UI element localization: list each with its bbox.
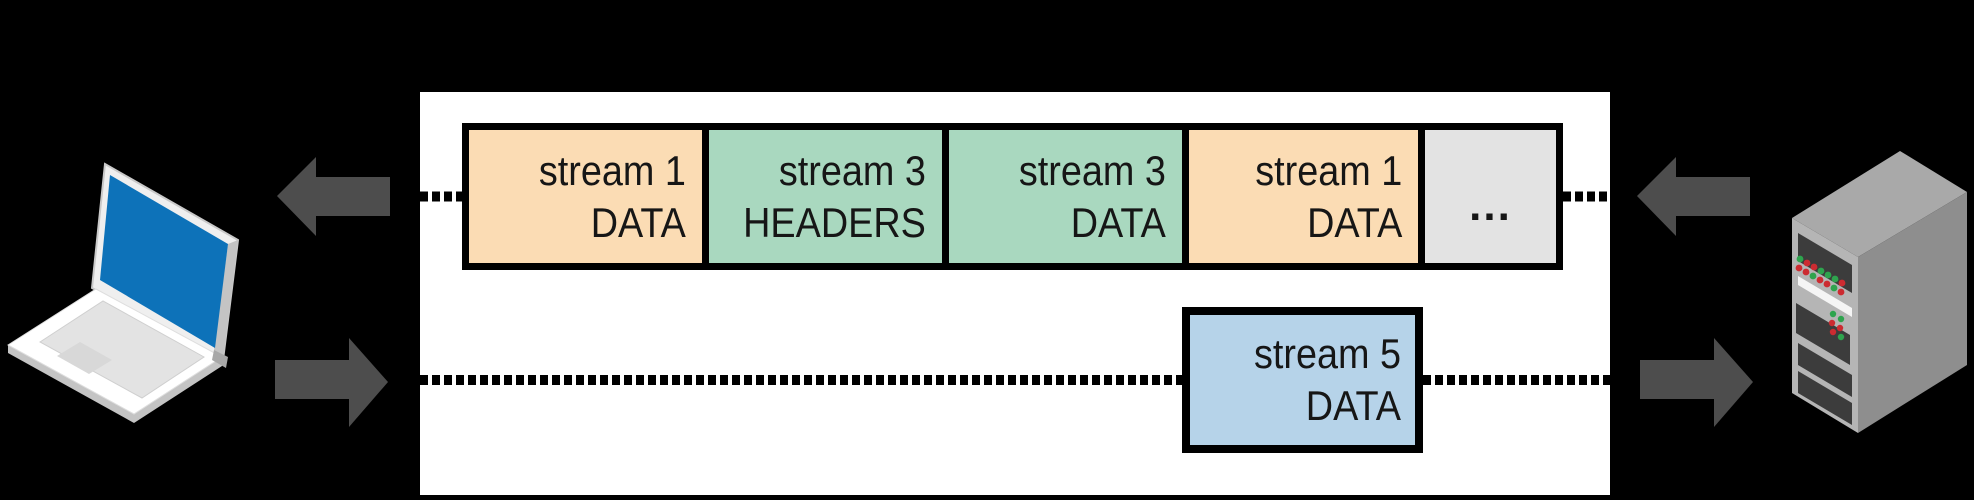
frame-type-label: DATA [590, 198, 686, 246]
connection-panel: stream 1 DATA stream 3 HEADERS stream 3 … [420, 92, 1610, 495]
frame-more-ellipsis: ... [1424, 130, 1556, 263]
frame-stream-label: stream 1 [1254, 146, 1402, 194]
frame-stream3-data: stream 3 DATA [948, 130, 1182, 263]
arrow-left-to-client-icon [277, 157, 390, 236]
arrow-left-from-server-icon [1637, 157, 1750, 236]
frame-stream1-data: stream 1 DATA [469, 130, 702, 263]
frame-type-label: DATA [1306, 198, 1402, 246]
frame-sequence-row: stream 1 DATA stream 3 HEADERS stream 3 … [462, 123, 1563, 270]
frame-stream-label: stream 3 [1018, 146, 1166, 194]
frame-stream-label: stream 1 [538, 146, 686, 194]
server-tower-icon [1792, 151, 1967, 433]
laptop-icon [7, 162, 240, 423]
arrow-right-to-server-icon [1640, 338, 1753, 427]
frame-type-label: DATA [1070, 198, 1166, 246]
frame-type-label: HEADERS [743, 198, 926, 246]
stream-dotted-lines [420, 191, 1610, 385]
frame-stream3-headers: stream 3 HEADERS [708, 130, 942, 263]
frame-stream-label: stream 5 [1253, 330, 1401, 377]
frame-stream1-data-2: stream 1 DATA [1188, 130, 1418, 263]
frame-type-label: DATA [1305, 382, 1401, 429]
ellipsis-label: ... [1469, 180, 1512, 230]
server-led-lights [1795, 255, 1846, 341]
arrow-right-from-client-icon [275, 338, 388, 427]
frame-stream5-data: stream 5 DATA [1182, 307, 1423, 453]
frame-stream-label: stream 3 [778, 146, 926, 194]
